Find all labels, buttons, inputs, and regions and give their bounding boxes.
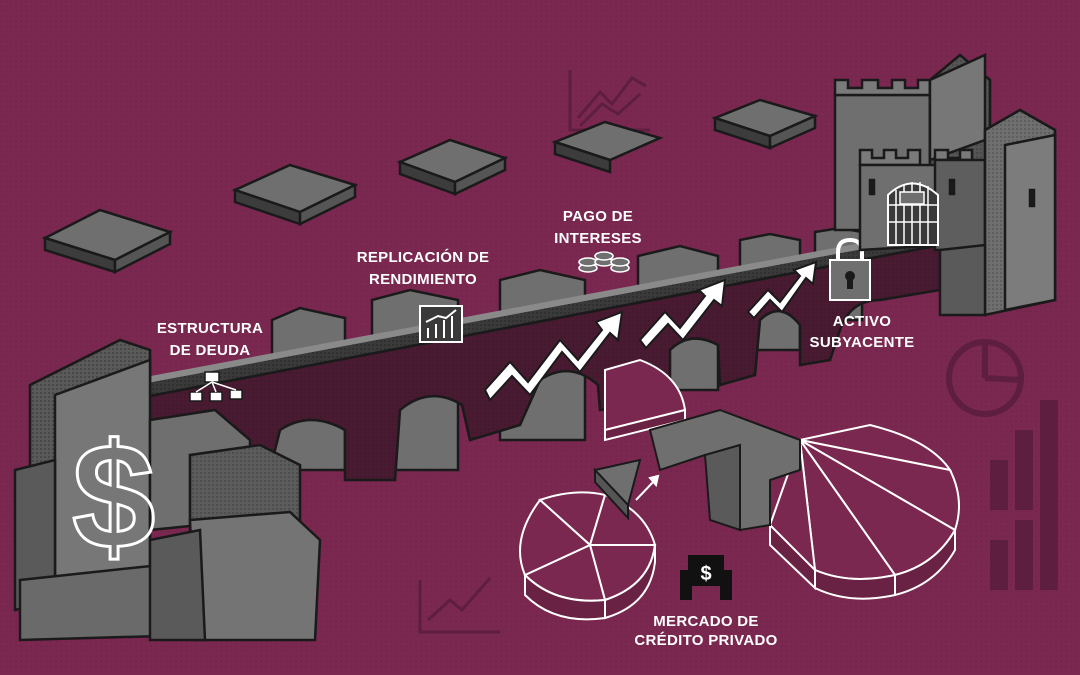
bridge-arches: [138, 243, 942, 482]
svg-text:DE DEUDA: DE DEUDA: [170, 342, 251, 359]
pie-chart-icon: [648, 408, 960, 600]
background-line-chart-bottom: [418, 577, 500, 634]
padlock-icon: [829, 237, 871, 301]
svg-text:RENDIMIENTO: RENDIMIENTO: [369, 271, 477, 288]
trend-arrow-icon: [746, 260, 818, 320]
building-dollar-icon: $: [680, 555, 732, 600]
svg-text:REPLICACIÓN DE: REPLICACIÓN DE: [357, 248, 490, 266]
bar-chart-icon: [419, 305, 463, 343]
svg-text:CRÉDITO PRIVADO: CRÉDITO PRIVADO: [634, 632, 777, 649]
label-interest-payment: PAGO DE INTERESES: [554, 208, 642, 247]
label-yield-replication: REPLICACIÓN DE RENDIMIENTO: [357, 248, 490, 288]
svg-text:PAGO DE: PAGO DE: [563, 208, 633, 225]
svg-text:$: $: [700, 563, 711, 585]
svg-text:SUBYACENTE: SUBYACENTE: [810, 334, 915, 351]
svg-text:MERCADO DE: MERCADO DE: [653, 613, 759, 630]
svg-text:INTERESES: INTERESES: [554, 230, 642, 247]
trend-arrow-icon: [483, 310, 624, 402]
label-underlying-asset: ACTIVO SUBYACENTE: [810, 313, 915, 351]
floating-stones: [41, 98, 819, 275]
coin-stack-icon: [578, 251, 630, 273]
dollar-block-icon: $: [13, 338, 322, 642]
pie-chart-icon: [519, 458, 660, 621]
org-chart-icon: [189, 371, 243, 402]
svg-text:ESTRUCTURA: ESTRUCTURA: [157, 320, 263, 337]
background-pie-chart: [946, 339, 1024, 417]
svg-text:$: $: [72, 412, 155, 580]
castle-icon: [833, 53, 1057, 317]
background-bar-chart: [990, 400, 1058, 590]
pie-chart-icon: [604, 358, 687, 442]
label-private-credit-market: MERCADO DE CRÉDITO PRIVADO: [634, 613, 777, 649]
label-debt-structure: ESTRUCTURA DE DEUDA: [157, 320, 263, 359]
svg-text:ACTIVO: ACTIVO: [833, 313, 891, 330]
trend-arrow-icon: [638, 278, 727, 350]
